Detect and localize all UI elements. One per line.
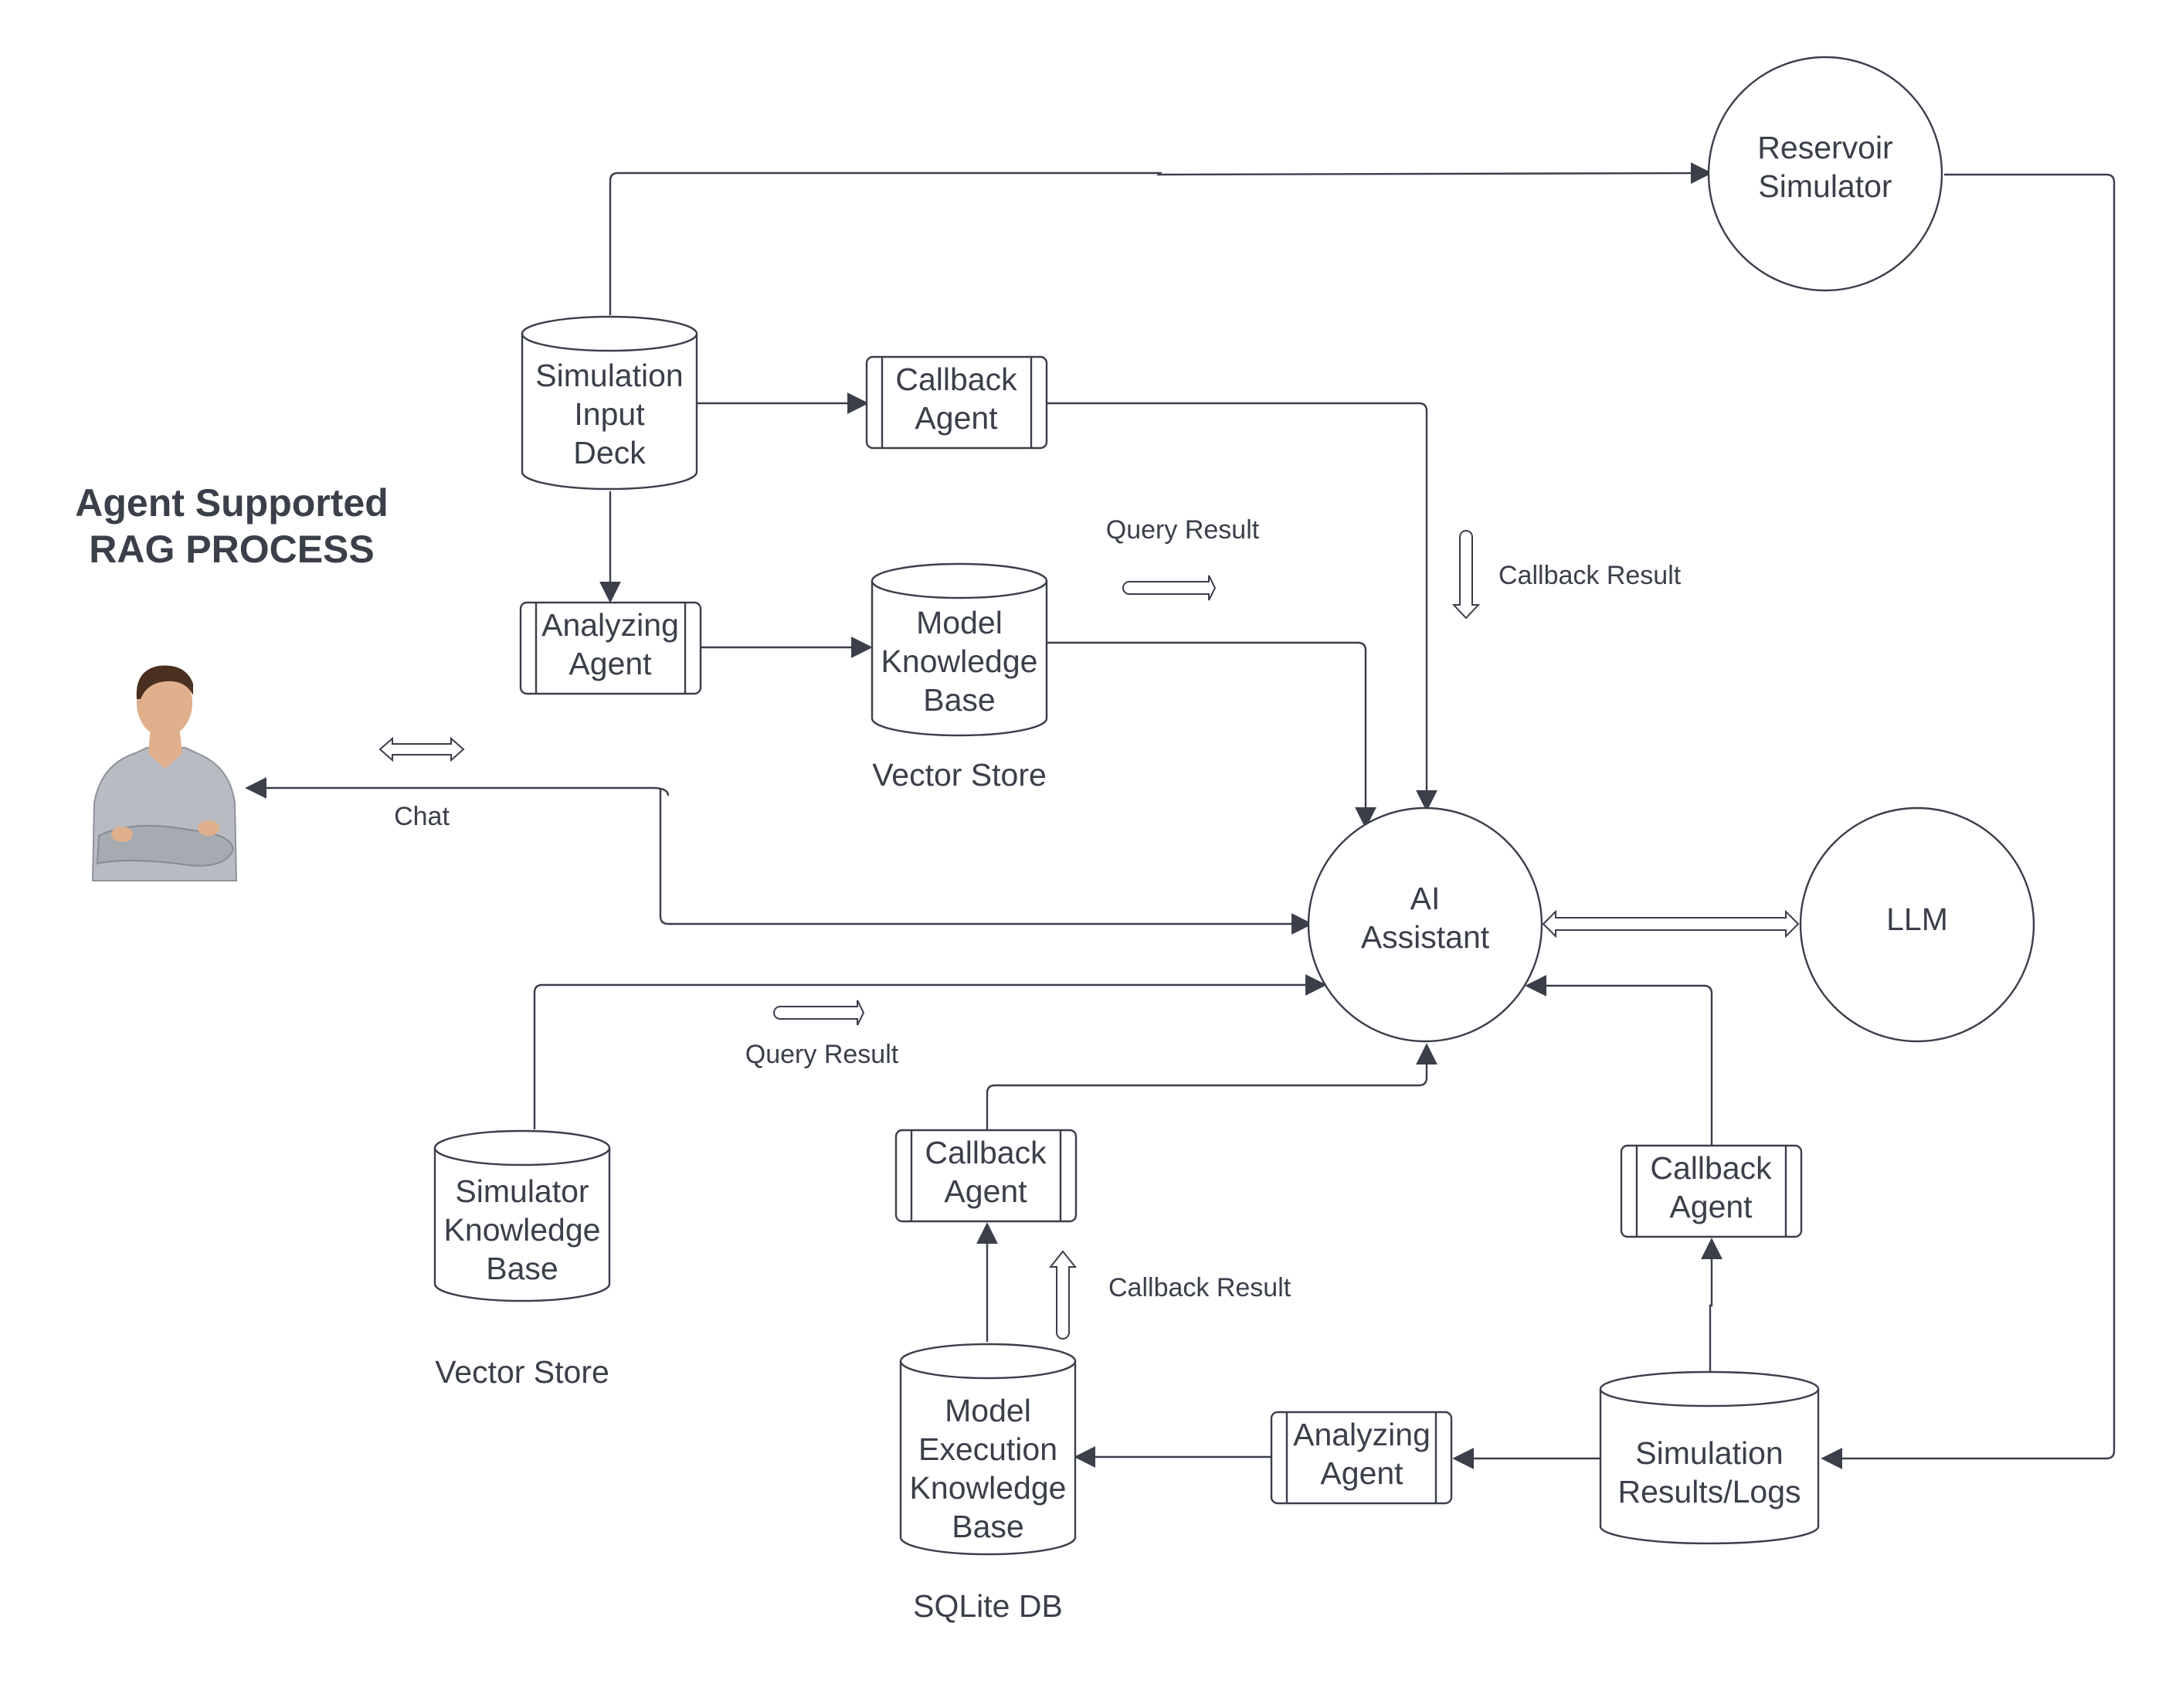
user-hand-left <box>198 820 219 836</box>
caption-vector-store-top: Vector Store <box>872 757 1047 793</box>
node-label: Input <box>574 396 645 432</box>
label-query-result-top: Query Result <box>1106 515 1260 545</box>
node-label: Model <box>945 1393 1031 1428</box>
node-label: Callback <box>925 1135 1047 1170</box>
edge-chat-corner <box>652 786 670 796</box>
node-label: Assistant <box>1361 919 1490 955</box>
user-hair <box>136 665 193 699</box>
node-label: Knowledge <box>881 643 1038 679</box>
node-label: Base <box>486 1251 558 1286</box>
user-neck <box>148 726 182 769</box>
ai-assistant-node[interactable]: AI Assistant <box>1307 806 1543 1043</box>
label-chat: Chat <box>394 802 450 831</box>
model-knowledge-base-node[interactable]: Model Knowledge Base <box>871 562 1048 737</box>
caption-vector-store-left: Vector Store <box>435 1354 609 1390</box>
query-result-bottom-arrow-icon <box>773 1000 865 1026</box>
node-label: Analyzing <box>541 607 679 643</box>
node-label: Reservoir <box>1757 130 1892 165</box>
connectors <box>245 162 2116 1469</box>
user-hand-right <box>111 827 133 842</box>
simulator-knowledge-base-node[interactable]: Simulator Knowledge Base <box>433 1129 611 1302</box>
edge-results-to-callback-right <box>1701 1238 1722 1372</box>
callback-agent-mid-node[interactable]: Callback Agent <box>894 1129 1078 1223</box>
edge-model-kb-to-ai <box>1047 641 1376 829</box>
node-label: Callback <box>1650 1150 1772 1186</box>
diagram-title-line1: Agent Supported <box>75 481 389 525</box>
callback-agent-right-node[interactable]: Callback Agent <box>1620 1144 1803 1238</box>
node-label: Results/Logs <box>1617 1474 1801 1509</box>
node-label: Simulation <box>1635 1435 1783 1471</box>
node-label: Simulator <box>455 1173 589 1209</box>
node-label: Analyzing <box>1293 1417 1431 1452</box>
query-result-top-arrow-icon <box>1122 575 1217 601</box>
node-label: Base <box>952 1509 1023 1544</box>
node-label: Callback <box>895 362 1017 397</box>
user-avatar-icon <box>91 665 238 881</box>
analyzing-agent-top-node[interactable]: Analyzing Agent <box>519 601 702 695</box>
node-label: Simulator <box>1758 168 1892 204</box>
node-label: Execution <box>918 1431 1057 1467</box>
node-label: Simulation <box>535 358 683 393</box>
analyzing-agent-bottom-node[interactable]: Analyzing Agent <box>1270 1411 1453 1505</box>
label-callback-result-top: Callback Result <box>1498 561 1682 590</box>
node-label: Agent <box>1320 1455 1403 1491</box>
diagram-title-line2: RAG PROCESS <box>89 528 375 571</box>
simulation-input-deck-node[interactable]: Simulation Input Deck <box>521 315 698 491</box>
node-label: AI <box>1410 881 1441 916</box>
node-label: LLM <box>1886 902 1948 937</box>
model-execution-knowledge-base-node[interactable]: Model Execution Knowledge Base <box>899 1343 1077 1556</box>
node-label: Knowledge <box>910 1470 1067 1506</box>
label-query-result-bottom: Query Result <box>745 1040 899 1069</box>
node-label: Agent <box>944 1173 1027 1209</box>
node-label: Agent <box>1669 1189 1753 1224</box>
ai-llm-double-arrow <box>1542 909 1800 939</box>
edge-chat-to-user <box>659 789 1313 935</box>
edge-callback-right-to-ai <box>1525 975 1713 1146</box>
reservoir-simulator-node[interactable]: Reservoir Simulator <box>1707 56 1943 292</box>
callback-result-top-arrow-icon <box>1451 530 1481 620</box>
edge-callback-mid-to-ai <box>986 1043 1437 1130</box>
edge-callback-top-to-ai <box>1047 402 1437 812</box>
label-callback-result-bottom: Callback Result <box>1108 1273 1291 1302</box>
llm-node[interactable]: LLM <box>1799 806 2035 1043</box>
node-label: Deck <box>573 435 646 470</box>
chat-double-arrow-icon <box>378 736 465 762</box>
edge-input-deck-to-reservoir <box>609 162 1712 315</box>
node-label: Knowledge <box>444 1212 601 1248</box>
node-label: Model <box>916 605 1003 640</box>
edge-simulator-kb-to-ai <box>533 974 1327 1129</box>
node-label: Agent <box>915 400 998 436</box>
node-label: Agent <box>569 646 652 681</box>
caption-sqlite-db: SQLite DB <box>913 1588 1063 1624</box>
callback-result-bottom-arrow-icon <box>1048 1250 1078 1340</box>
simulation-results-node[interactable]: Simulation Results/Logs <box>1599 1370 1820 1545</box>
callback-agent-top-node[interactable]: Callback Agent <box>865 355 1048 450</box>
edge-reservoir-to-results <box>1821 173 2116 1469</box>
node-label: Base <box>923 682 995 718</box>
